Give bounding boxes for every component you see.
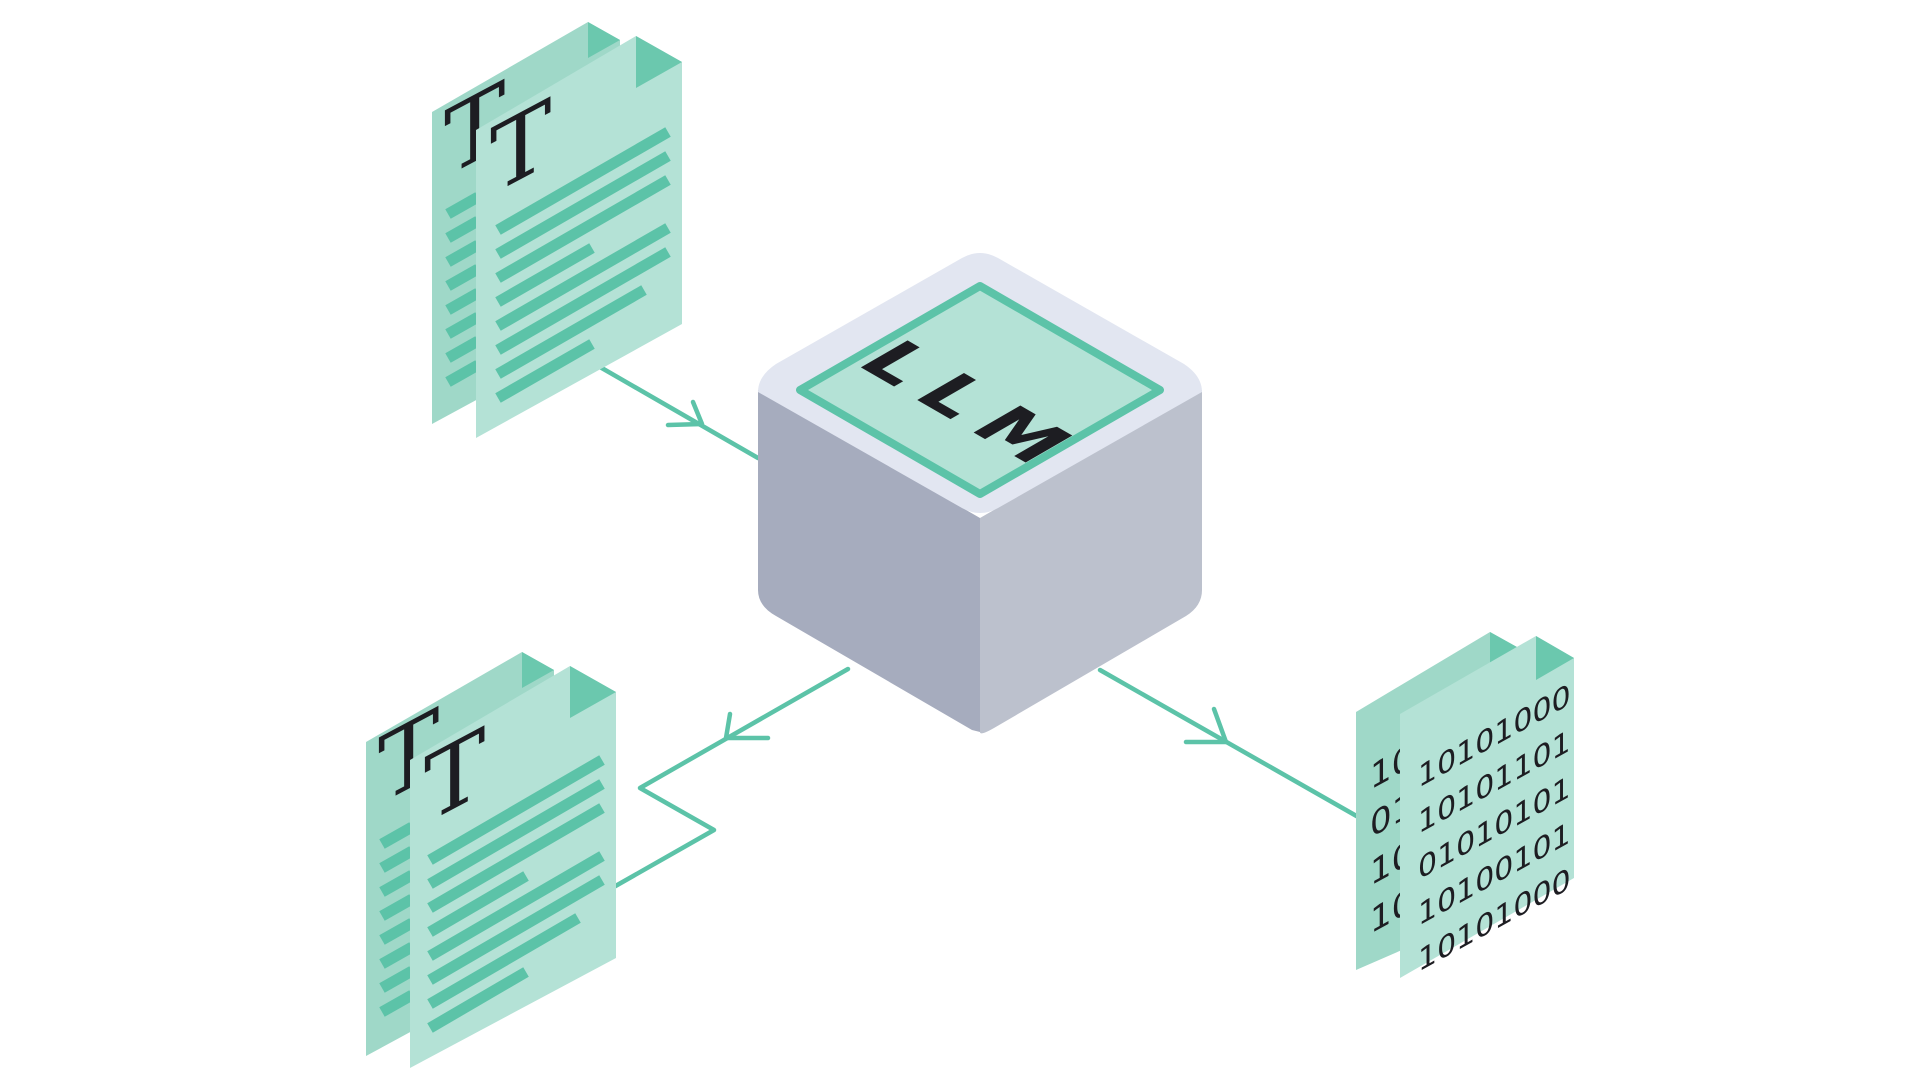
binary-document: 10 01 10 10 10101000 10101101 01010101 1… <box>1356 632 1574 979</box>
cube-left-face <box>758 390 980 732</box>
cube-right-face <box>980 390 1202 734</box>
page-fold-icon <box>588 22 620 58</box>
page-fold-icon <box>636 36 682 88</box>
page-fold-icon <box>522 652 554 688</box>
llm-to-output-arrow <box>609 666 851 891</box>
input-arrowhead-icon <box>665 399 705 428</box>
text-lines <box>379 822 415 1017</box>
document-front-sheet <box>1400 636 1574 978</box>
cube-top-face <box>796 282 1164 498</box>
connectors <box>597 364 1363 891</box>
page-fold-icon <box>570 666 616 718</box>
text-lines <box>495 127 671 403</box>
text-lines <box>427 755 605 1033</box>
llm-cube: LLM <box>758 253 1202 734</box>
llm-to-binary-arrow <box>1097 667 1363 821</box>
output-text-document: T T <box>366 652 616 1068</box>
input-text-document: T T <box>432 22 682 438</box>
output-arrowhead-icon <box>723 711 771 741</box>
text-lines <box>445 192 481 387</box>
page-fold-icon <box>1536 636 1574 680</box>
binary-arrowhead-icon <box>1183 706 1229 745</box>
input-to-llm-arrow <box>597 364 761 461</box>
